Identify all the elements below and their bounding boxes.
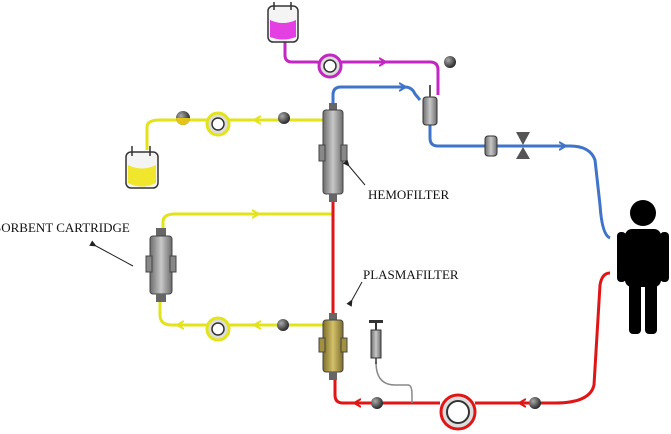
- plasmafilter-pointer: [346, 281, 363, 307]
- clamp-icon: [516, 132, 530, 159]
- hemofilter: [318, 103, 348, 202]
- replacement-bag-icon: [267, 2, 299, 43]
- roller-pump-icon: [205, 111, 231, 137]
- bubble-trap-icon: [422, 85, 438, 126]
- anticoagulant-line: [375, 361, 413, 403]
- roller-pump-icon: [439, 393, 477, 431]
- patient-icon: [617, 200, 669, 334]
- roller-pump-icon: [205, 316, 231, 342]
- syringe-icon: [369, 320, 383, 364]
- effluent-bag-icon: [125, 146, 159, 189]
- plasmafilter-label: PLASMAFILTER: [363, 267, 459, 282]
- pressure-sensor-icon: [529, 397, 541, 409]
- roller-pump-icon: [317, 53, 343, 79]
- venous-return-line: [331, 87, 611, 240]
- plasmafilter: [318, 313, 348, 380]
- arterial-line: [331, 200, 611, 403]
- sorbent-cartridge-pointer: [89, 240, 134, 267]
- sorbent-cartridge-label: SORBENT CARTRIDGE: [0, 220, 130, 235]
- air-detector-icon: [484, 135, 498, 157]
- sorbent-cartridge: [145, 228, 177, 302]
- hemofilter-pointer: [342, 159, 366, 186]
- effluent-line: [145, 120, 325, 150]
- pressure-sensor-icon: [371, 397, 383, 409]
- pressure-sensor-icon: [176, 111, 190, 125]
- pressure-sensor-icon: [444, 56, 456, 68]
- plasma-line: [158, 214, 333, 325]
- pressure-sensor-icon: [278, 112, 290, 124]
- pressure-sensor-icon: [277, 319, 289, 331]
- hemofilter-label: HEMOFILTER: [368, 187, 449, 202]
